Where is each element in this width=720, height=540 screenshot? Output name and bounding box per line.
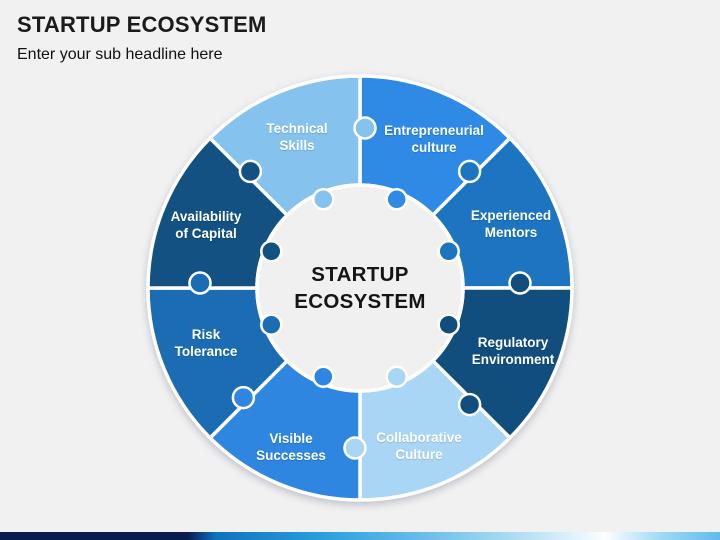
puzzle-tab <box>238 159 263 184</box>
slide-subtitle[interactable]: Enter your sub headline here <box>17 46 223 63</box>
puzzle-tab <box>457 159 482 184</box>
puzzle-inner-tab <box>312 188 335 211</box>
puzzle-inner-tab <box>437 240 460 263</box>
header: STARTUP ECOSYSTEM Enter your sub headlin… <box>17 12 267 64</box>
puzzle-inner-tab <box>260 313 283 336</box>
puzzle-inner-tab <box>312 365 335 388</box>
puzzle-inner-tab <box>437 313 460 336</box>
center-label: STARTUP ECOSYSTEM <box>294 263 426 313</box>
puzzle-tab <box>343 436 367 460</box>
footer-accent-bar <box>0 532 720 540</box>
slide-title[interactable]: STARTUP ECOSYSTEM <box>17 12 267 37</box>
puzzle-tab <box>231 385 256 410</box>
puzzle-inner-tab <box>260 240 283 263</box>
center-hub[interactable] <box>255 183 465 393</box>
puzzle-tab <box>353 116 377 140</box>
puzzle-tab <box>508 271 532 295</box>
puzzle-inner-tab <box>385 365 408 388</box>
puzzle-inner-tab <box>385 188 408 211</box>
puzzle-tab <box>188 271 212 295</box>
puzzle-tab <box>457 392 482 417</box>
